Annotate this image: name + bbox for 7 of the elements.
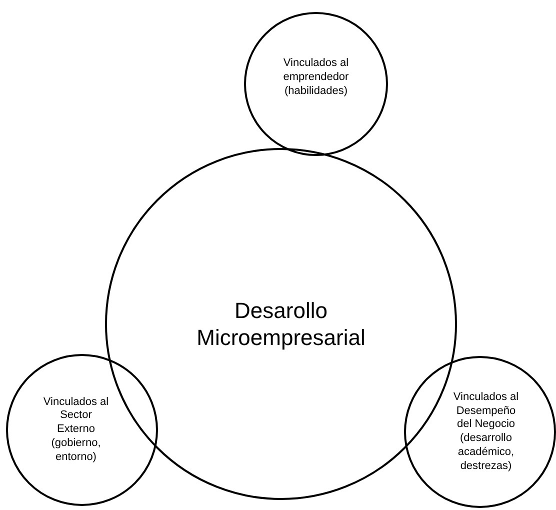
circle	[6, 354, 158, 506]
circle	[244, 12, 388, 156]
circle-label: Vinculados al Desempeño del Negocio (desarrollo académico, destrezas)	[452, 390, 520, 474]
circle-label: Desarollo Microempresarial	[196, 296, 366, 352]
circle	[404, 356, 556, 508]
circle-label: Vinculados al emprendedor (habilidades)	[282, 57, 350, 99]
circle-label: Vinculados al Sector Externo (gobierno, entorno)	[42, 396, 110, 464]
